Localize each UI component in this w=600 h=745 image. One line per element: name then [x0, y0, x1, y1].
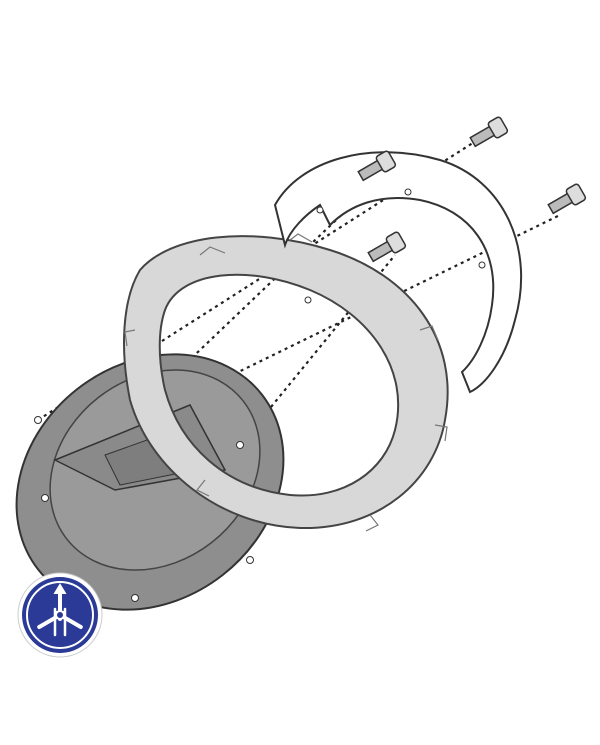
bolt [469, 116, 509, 148]
screw-hole [131, 594, 139, 602]
screw-hole [236, 441, 244, 449]
brand-logo [17, 572, 103, 658]
bracket-hole [404, 188, 412, 196]
screw-hole [246, 556, 254, 564]
screw-hole [34, 416, 42, 424]
bolt [357, 150, 397, 182]
bracket-hole [304, 296, 312, 304]
screw-hole [41, 494, 49, 502]
bracket [273, 151, 523, 394]
bracket-hole [316, 206, 324, 214]
bolts [357, 116, 587, 263]
bolt [367, 231, 407, 263]
mounting-ring [123, 233, 449, 532]
bolt [547, 183, 587, 215]
bracket-hole [478, 261, 486, 269]
tuning-fork-icon [37, 583, 83, 637]
